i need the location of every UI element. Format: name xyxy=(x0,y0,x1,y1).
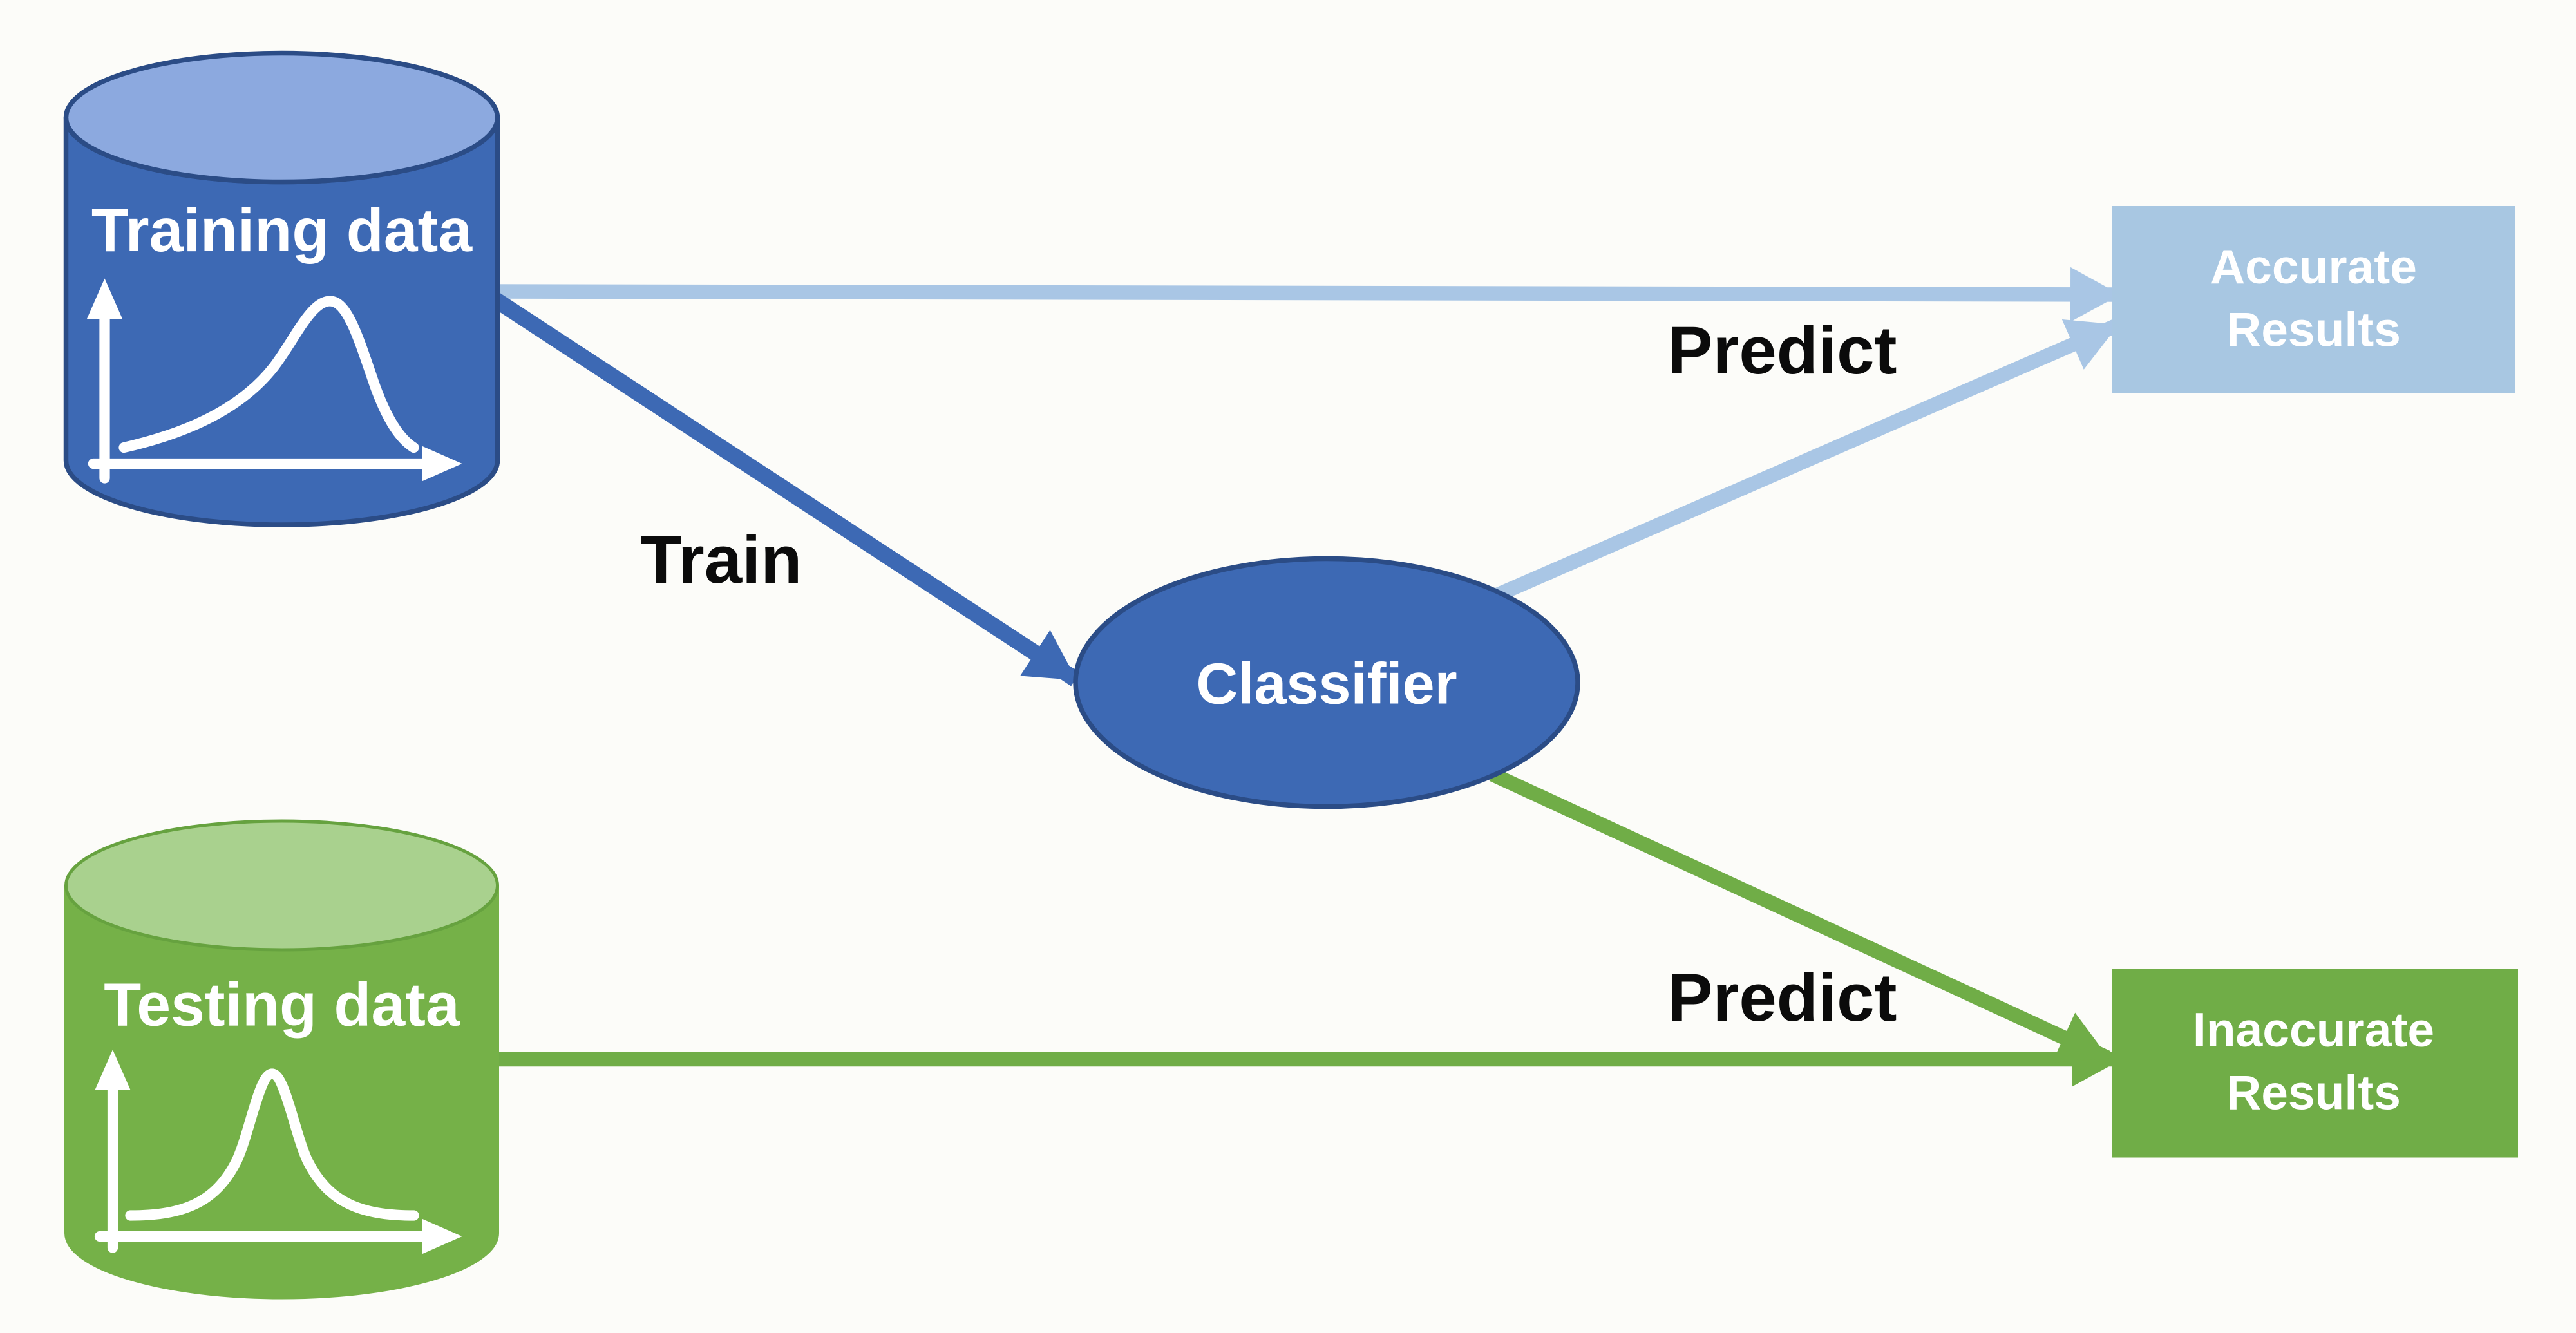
skewed-distribution-curve xyxy=(118,296,419,453)
accurate-results-label-line2: Results xyxy=(2226,303,2401,357)
training-data-label: Training data xyxy=(91,196,473,265)
icon-y-axis-arrowhead xyxy=(95,1050,131,1090)
inaccurate-results-node: Inaccurate Results xyxy=(2112,969,2518,1158)
testing-cylinder-top xyxy=(64,819,499,952)
inaccurate-results-label-line1: Inaccurate xyxy=(2193,1003,2434,1057)
testing-data-node: Testing data xyxy=(64,819,499,1300)
skewed-distribution-icon xyxy=(87,278,462,484)
inaccurate-results-box xyxy=(2112,969,2518,1158)
predict-bottom-edge-label: Predict xyxy=(1668,960,1897,1035)
normal-distribution-curve xyxy=(125,1068,419,1221)
classifier-node: Classifier xyxy=(1073,556,1580,809)
accurate-results-label-line1: Accurate xyxy=(2210,240,2417,294)
accurate-results-node: Accurate Results xyxy=(2112,206,2515,393)
training-data-node: Training data xyxy=(63,50,500,527)
normal-distribution-icon xyxy=(94,1050,462,1254)
training-cylinder-top xyxy=(63,50,500,185)
icon-y-axis-arrowhead xyxy=(87,278,122,319)
arrow-classifier-to-accurate xyxy=(1493,318,2120,603)
predict-top-edge-label: Predict xyxy=(1668,313,1897,388)
arrow-classifier-to-inaccurate xyxy=(1489,768,2111,1064)
inaccurate-results-label-line2: Results xyxy=(2226,1066,2401,1120)
arrow-training-to-accurate xyxy=(492,267,2121,322)
icon-x-axis-arrowhead xyxy=(422,446,462,482)
accurate-results-box xyxy=(2112,206,2515,393)
icon-x-axis-arrowhead xyxy=(422,1218,462,1254)
testing-data-label: Testing data xyxy=(104,971,460,1039)
train-edge-label: Train xyxy=(641,522,802,598)
arrow-train-training-to-classifier xyxy=(488,291,1080,686)
classifier-label: Classifier xyxy=(1196,652,1457,717)
classifier-ellipse xyxy=(1073,556,1580,809)
